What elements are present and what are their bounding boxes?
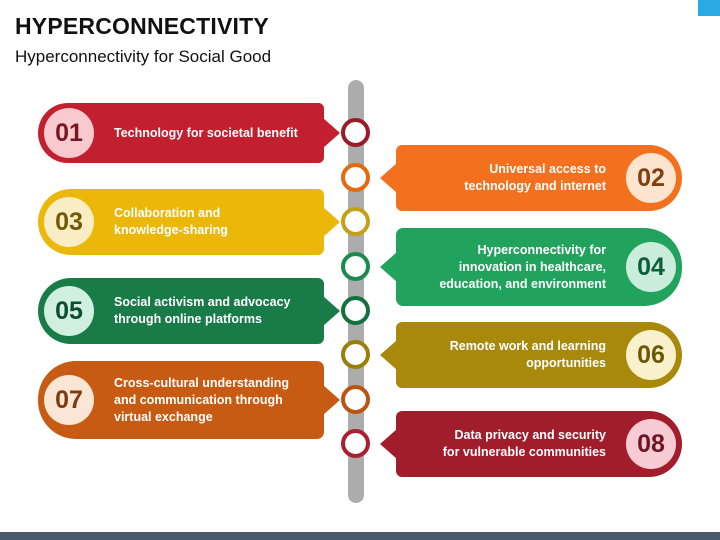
timeline-node	[341, 207, 370, 236]
timeline-node	[341, 429, 370, 458]
footer-bar	[0, 532, 720, 540]
timeline-item: 05 Social activism and advocacy through …	[38, 278, 340, 344]
timeline-item: 03 Collaboration and knowledge-sharing	[38, 189, 340, 255]
item-label: Hyperconnectivity for innovation in heal…	[439, 242, 606, 291]
accent-square	[698, 0, 720, 16]
item-arrow-icon	[380, 340, 397, 370]
item-arrow-icon	[380, 252, 397, 282]
item-number: 06	[637, 340, 665, 369]
timeline-node	[341, 163, 370, 192]
item-label: Data privacy and security for vulnerable…	[442, 428, 606, 459]
item-number: 05	[55, 296, 83, 325]
item-number-badge: 06	[626, 330, 676, 380]
item-label: Remote work and learning opportunities	[449, 339, 606, 370]
item-arrow-icon	[323, 207, 340, 237]
timeline-item: 08 Data privacy and security for vulnera…	[380, 411, 682, 477]
item-number: 08	[637, 429, 665, 458]
item-label: Cross-cultural understanding and communi…	[114, 375, 290, 424]
timeline-node	[341, 296, 370, 325]
item-number-badge: 05	[44, 286, 94, 336]
item-arrow-icon	[323, 385, 340, 415]
timeline-node	[341, 385, 370, 414]
item-number-badge: 03	[44, 197, 94, 247]
timeline-item: 07 Cross-cultural understanding and comm…	[38, 361, 340, 439]
item-arrow-icon	[323, 296, 340, 326]
item-label: Technology for societal benefit	[114, 125, 298, 140]
timeline-node	[341, 118, 370, 147]
item-label: Collaboration and knowledge-sharing	[114, 206, 228, 237]
timeline-item: 01 Technology for societal benefit	[38, 103, 340, 163]
timeline-item: 02 Universal access to technology and in…	[380, 145, 682, 211]
item-label: Universal access to technology and inter…	[464, 162, 606, 193]
item-number-badge: 07	[44, 375, 94, 425]
timeline-item: 06 Remote work and learning opportunitie…	[380, 322, 682, 388]
item-number-badge: 08	[626, 419, 676, 469]
page-title: HYPERCONNECTIVITY	[15, 13, 269, 39]
item-arrow-icon	[380, 163, 397, 193]
item-arrow-icon	[380, 429, 397, 459]
timeline-node	[341, 252, 370, 281]
page-subtitle: Hyperconnectivity for Social Good	[15, 47, 272, 66]
item-number-badge: 02	[626, 153, 676, 203]
item-number: 02	[637, 163, 665, 192]
item-arrow-icon	[323, 118, 340, 148]
item-label: Social activism and advocacy through onl…	[114, 295, 291, 326]
timeline-node	[341, 340, 370, 369]
item-number: 01	[55, 118, 83, 147]
item-number: 07	[55, 385, 83, 414]
timeline-item: 04 Hyperconnectivity for innovation in h…	[380, 228, 682, 306]
item-number-badge: 04	[626, 242, 676, 292]
item-number: 03	[55, 207, 83, 236]
item-number: 04	[637, 252, 665, 281]
item-number-badge: 01	[44, 108, 94, 158]
